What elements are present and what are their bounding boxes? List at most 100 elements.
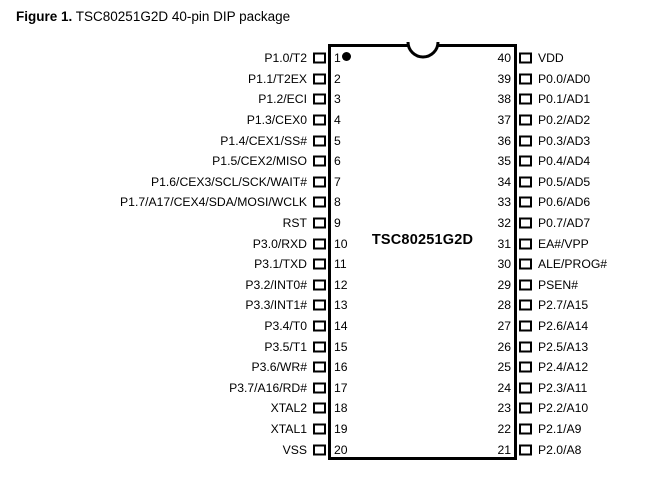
pin-pad: [313, 176, 326, 188]
pin-pad: [313, 217, 326, 229]
pin-label: P0.0/AD0: [538, 71, 591, 86]
pin-number: 6: [334, 154, 341, 169]
pin-label: P3.7/A16/RD#: [229, 380, 307, 395]
pin-label: P2.5/A13: [538, 339, 589, 354]
pin-label: RST: [282, 216, 307, 231]
pin-pad: [519, 155, 532, 167]
pin-pad: [519, 196, 532, 208]
pin-number: 1: [334, 51, 341, 66]
pin-pad: [313, 361, 326, 373]
pin-label: PSEN#: [538, 277, 578, 292]
pin-number: 23: [497, 401, 511, 416]
pin-label: XTAL2: [270, 401, 307, 416]
pin-label: P0.7/AD7: [538, 216, 591, 231]
pin-number: 10: [334, 236, 348, 251]
pin-number: 33: [497, 195, 511, 210]
pin-pad: [519, 341, 532, 353]
pin-pad: [313, 444, 326, 456]
pin-pad: [313, 52, 326, 64]
pin1-dot-icon: [342, 52, 351, 61]
pin-number: 38: [497, 92, 511, 107]
pin-label: VDD: [538, 51, 564, 66]
pin-number: 9: [334, 216, 341, 231]
pin-number: 7: [334, 174, 341, 189]
pin-row: P3.2/INT0#12: [0, 275, 347, 296]
pin-pad: [519, 320, 532, 332]
pin-label: P2.4/A12: [538, 360, 589, 375]
pin-label: P1.2/ECI: [258, 92, 307, 107]
pin-row: P3.3/INT1#13: [0, 295, 347, 316]
pin-label: P3.1/TXD: [254, 257, 307, 272]
pin-label: P3.2/INT0#: [245, 277, 307, 292]
pin-pad: [519, 423, 532, 435]
pin-pad: [313, 258, 326, 270]
pin-pad: [313, 320, 326, 332]
pin-label: P3.4/T0: [264, 319, 307, 334]
pin-number: 37: [497, 113, 511, 128]
pin-pad: [313, 279, 326, 291]
pin-label: P0.2/AD2: [538, 113, 591, 128]
pin-row: P0.2/AD2 37: [497, 110, 647, 131]
pin-row: RST 9: [0, 213, 341, 234]
pin-number: 17: [334, 380, 348, 395]
pin-label: P1.6/CEX3/SCL/SCK/WAIT#: [150, 174, 307, 189]
pin-label: P1.3/CEX0: [246, 113, 307, 128]
pin-pad: [313, 93, 326, 105]
pin-pad: [313, 402, 326, 414]
pin-row: P1.4/CEX1/SS#5: [0, 130, 341, 151]
pin-pad: [313, 341, 326, 353]
pin-label: P1.5/CEX2/MISO: [212, 154, 307, 169]
pin-label: P1.0/T2: [264, 51, 307, 66]
figure-caption: Figure 1. TSC80251G2D 40-pin DIP package: [16, 8, 290, 26]
pin-label: P3.5/T1: [264, 339, 307, 354]
pin-pad: [313, 155, 326, 167]
pin-pad: [519, 402, 532, 414]
pin-label: P3.3/INT1#: [245, 298, 307, 313]
chip-part-number: TSC80251G2D: [371, 232, 474, 248]
pin-row: P1.0/T2 1: [0, 48, 340, 69]
chip-body-outline: [328, 44, 517, 460]
pin-pad: [519, 176, 532, 188]
figure-number: Figure 1.: [16, 9, 73, 24]
pin-row: P2.0/A8 21: [497, 439, 647, 460]
pin-row: ALE/PROG#30: [497, 254, 647, 275]
pin-row: P1.5/CEX2/MISO 6: [0, 151, 341, 172]
pin-pad: [519, 73, 532, 85]
pin-number: 15: [334, 339, 348, 354]
pin-label: VSS: [282, 442, 307, 457]
pin-number: 20: [334, 442, 348, 457]
pin-label: P0.5/AD5: [538, 174, 591, 189]
pin-number: 34: [497, 174, 511, 189]
pin-pad: [519, 114, 532, 126]
pin-label: P2.6/A14: [538, 319, 589, 334]
pin-number: 5: [334, 133, 341, 148]
pin-number: 25: [497, 360, 511, 375]
pin-pad: [519, 382, 532, 394]
pin-pad: [519, 238, 532, 250]
figure-title: TSC80251G2D 40-pin DIP package: [75, 9, 291, 24]
pin-number: 3: [334, 92, 341, 107]
pin-pad: [519, 299, 532, 311]
pin-number: 26: [497, 339, 511, 354]
pin-number: 16: [334, 360, 348, 375]
pin-number: 40: [497, 51, 511, 66]
pin-number: 21: [497, 442, 511, 457]
pin-row: P2.5/A13 26: [497, 336, 647, 357]
pin-row: P0.5/AD5 34: [497, 172, 647, 193]
pin-label: P1.1/T2EX: [248, 71, 307, 86]
pin-label: P2.0/A8: [538, 442, 582, 457]
